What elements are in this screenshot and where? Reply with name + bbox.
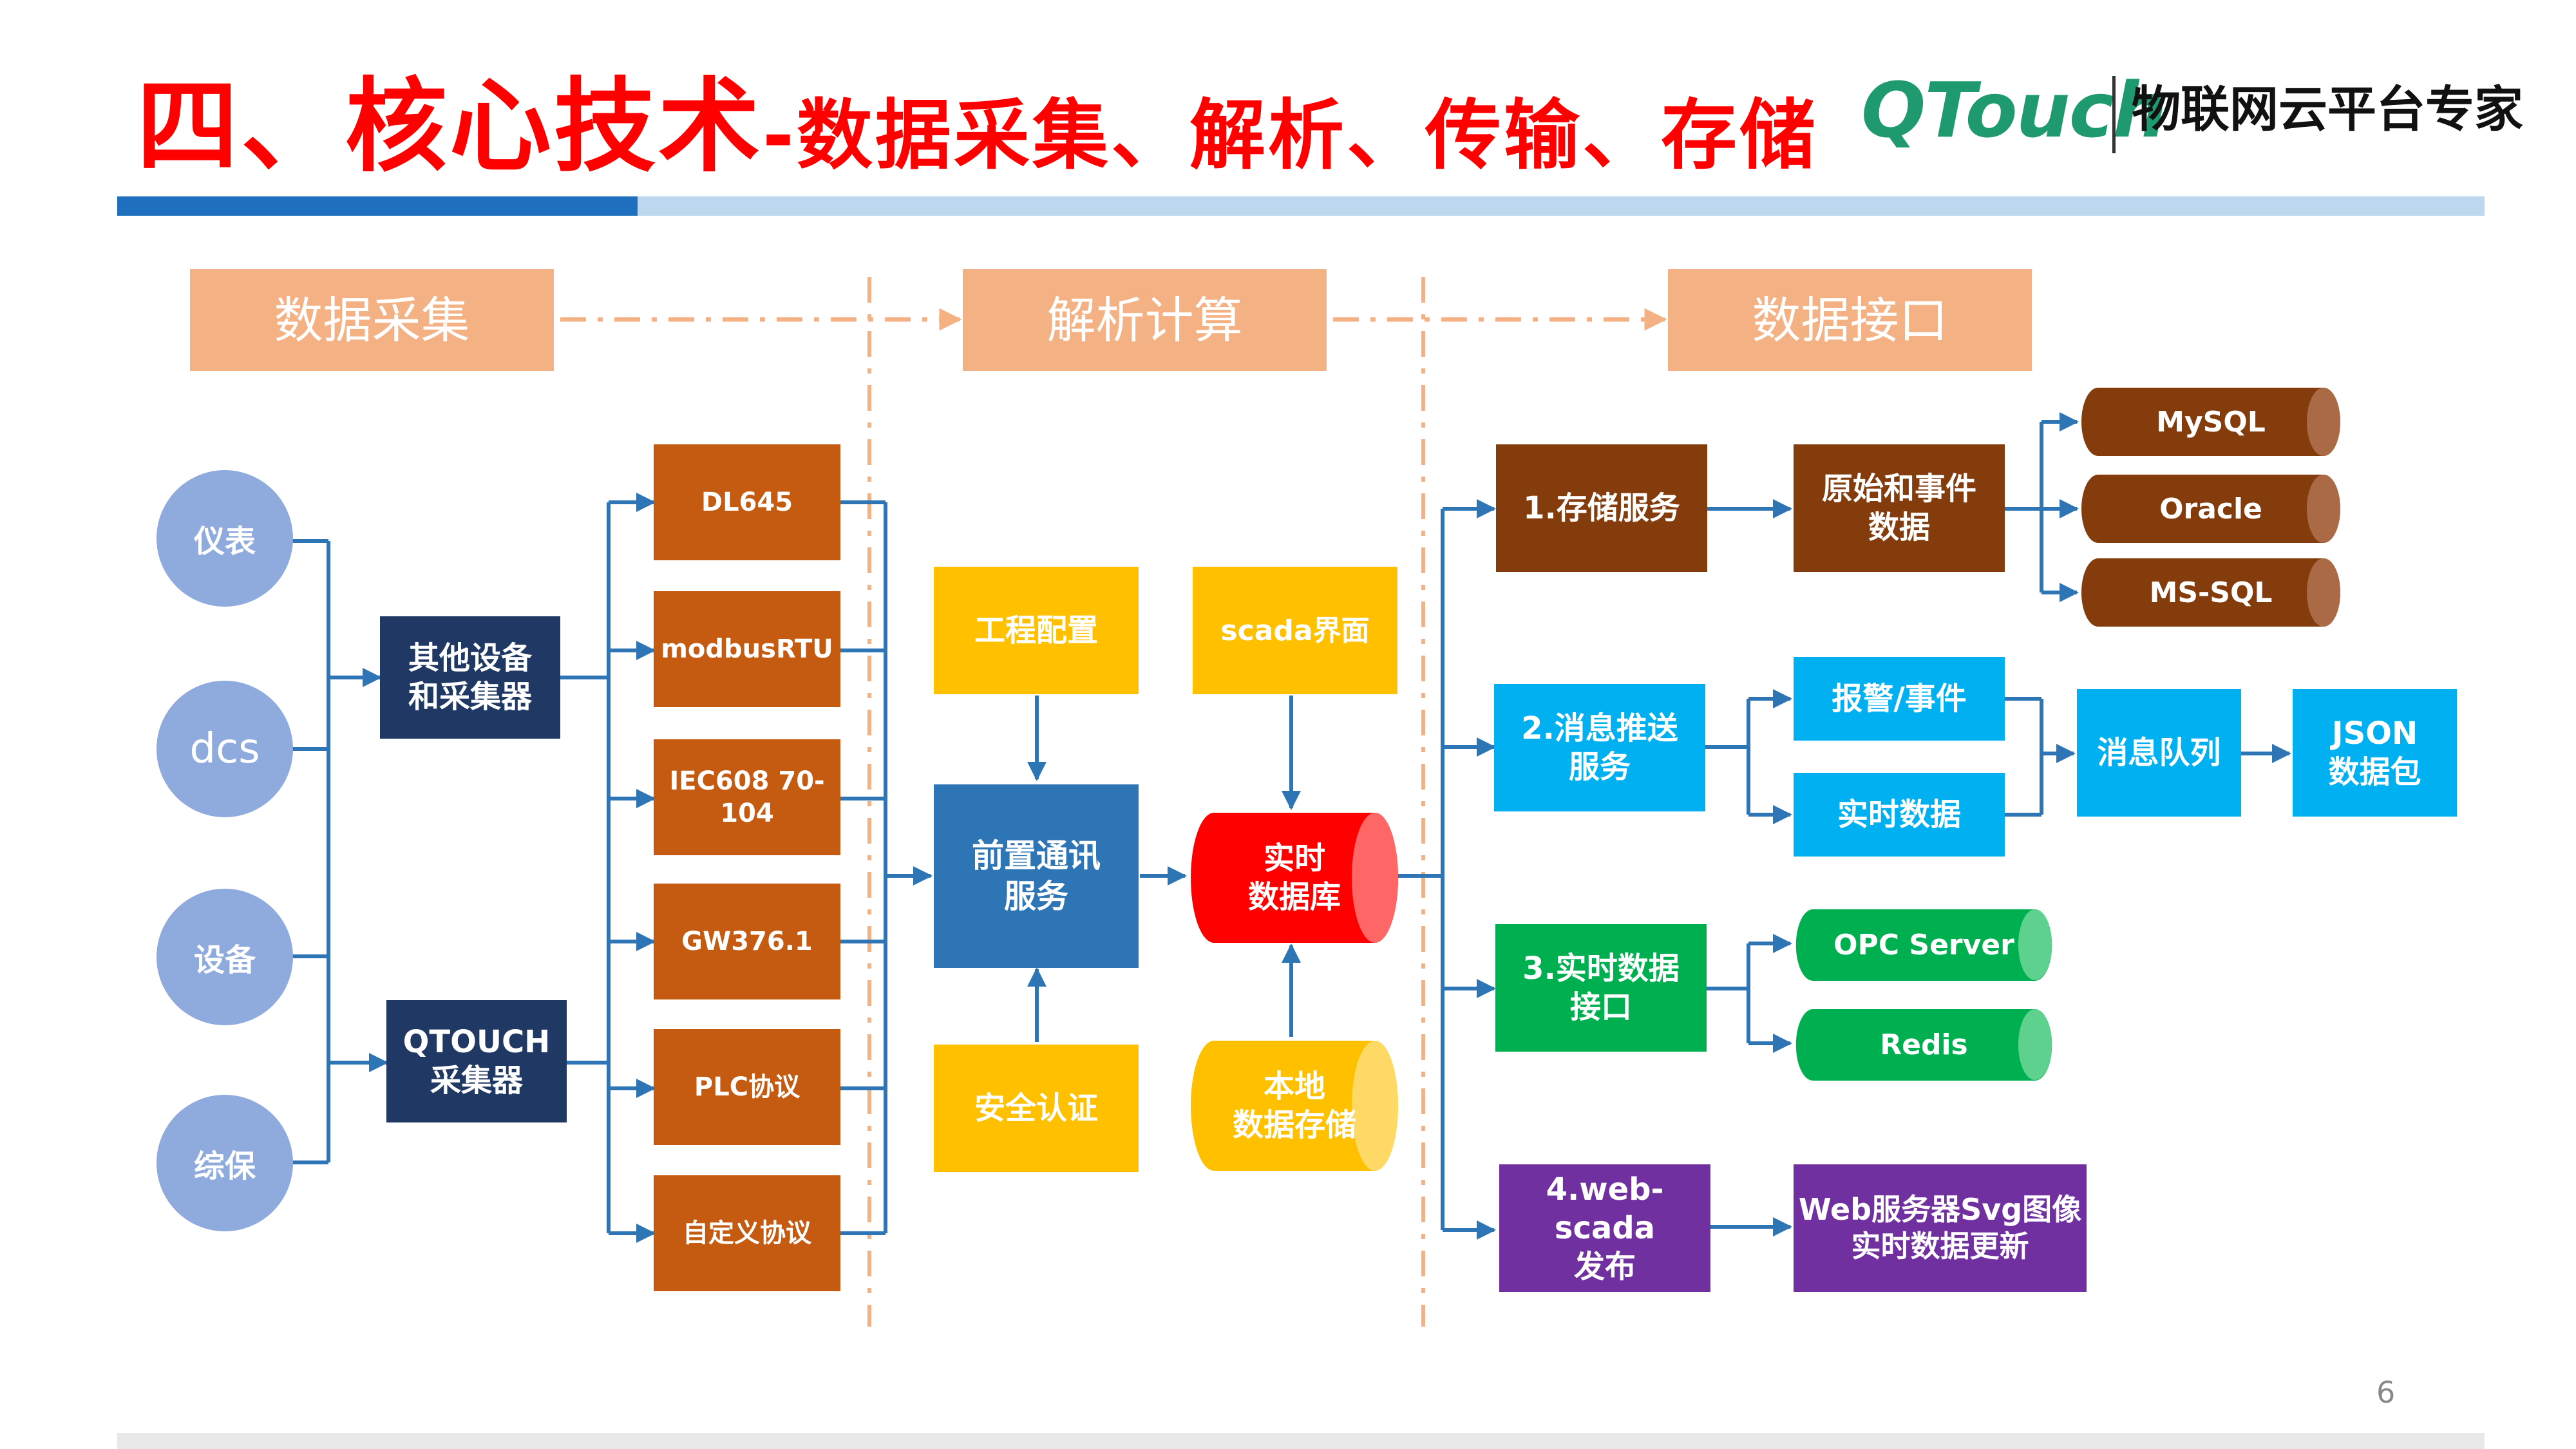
source-meter: 仪表 bbox=[156, 470, 293, 607]
source-dcs: dcs bbox=[156, 681, 293, 817]
title-sub: -数据采集、解析、传输、存储 bbox=[762, 91, 1818, 180]
scada-ui: scada界面 bbox=[1193, 567, 1397, 694]
local-data-store-shape bbox=[1191, 1041, 1398, 1171]
push-service: 2.消息推送 服务 bbox=[1494, 684, 1705, 811]
footer-bar bbox=[117, 1433, 2485, 1449]
stage-header-collection: 数据采集 bbox=[190, 269, 554, 371]
redis: Redis bbox=[1794, 1008, 2054, 1082]
title-rule-light bbox=[638, 196, 2485, 216]
protocol-gw376: GW376.1 bbox=[654, 884, 840, 999]
project-config: 工程配置 bbox=[934, 567, 1139, 694]
storage-service: 1.存储服务 bbox=[1496, 444, 1707, 572]
db-mysql: MySQL bbox=[2079, 386, 2343, 457]
tagline: 物联网云平台专家 bbox=[2132, 80, 2523, 138]
source-device: 设备 bbox=[156, 889, 293, 1025]
protocol-iec104: IEC608 70- 104 bbox=[654, 739, 840, 855]
stage-header-interface: 数据接口 bbox=[1668, 269, 2032, 371]
protocol-plc: PLC协议 bbox=[654, 1029, 840, 1145]
redis-shape bbox=[1795, 1009, 2052, 1081]
protocol-custom: 自定义协议 bbox=[654, 1175, 840, 1291]
realtime-database: 实时 数据库 bbox=[1188, 810, 1401, 945]
local-data-store: 本地 数据存储 bbox=[1188, 1038, 1401, 1173]
opc-server: OPC Server bbox=[1794, 908, 2054, 982]
stage-header-compute: 解析计算 bbox=[963, 269, 1327, 371]
realtime-data-msg: 实时数据 bbox=[1794, 773, 2005, 857]
message-queue: 消息队列 bbox=[2077, 689, 2241, 817]
security-auth: 安全认证 bbox=[934, 1045, 1139, 1172]
source-protection: 综保 bbox=[156, 1095, 293, 1231]
webscada-publish: 4.web-scada 发布 bbox=[1499, 1164, 1710, 1292]
alarm-event: 报警/事件 bbox=[1794, 657, 2005, 741]
title-rule-dark bbox=[117, 196, 638, 216]
collector-qtouch: QTOUCH 采集器 bbox=[386, 1000, 567, 1122]
db-mssql-shape bbox=[2081, 558, 2340, 627]
page-number: 6 bbox=[2376, 1375, 2396, 1410]
db-oracle-shape bbox=[2081, 475, 2340, 543]
realtime-interface: 3.实时数据 接口 bbox=[1495, 924, 1707, 1052]
db-oracle-label: Oracle bbox=[2159, 492, 2262, 526]
realtime-database-shape bbox=[1191, 813, 1398, 943]
svg-realtime-update: Web服务器Svg图像 实时数据更新 bbox=[1794, 1164, 2087, 1292]
db-mssql: MS-SQL bbox=[2079, 557, 2343, 628]
front-comm-service: 前置通讯 服务 bbox=[934, 784, 1139, 968]
db-mssql-label: MS-SQL bbox=[2149, 576, 2273, 609]
json-packet: JSON 数据包 bbox=[2293, 689, 2457, 817]
title-main: 四、核心技术 bbox=[137, 68, 762, 186]
opc-server-shape bbox=[1795, 909, 2052, 981]
db-mysql-shape bbox=[2081, 388, 2340, 456]
logo-separator bbox=[2112, 76, 2116, 153]
local-data-store-label: 本地 数据存储 bbox=[1232, 1068, 1356, 1143]
db-mysql-label: MySQL bbox=[2156, 405, 2266, 439]
raw-event-data: 原始和事件 数据 bbox=[1794, 444, 2005, 572]
collector-other: 其他设备 和采集器 bbox=[380, 616, 560, 739]
db-oracle: Oracle bbox=[2079, 473, 2343, 544]
protocol-modbusrtu: modbusRTU bbox=[654, 591, 840, 707]
page-title: 四、核心技术-数据采集、解析、传输、存储 bbox=[137, 76, 1818, 178]
realtime-database-label: 实时 数据库 bbox=[1247, 840, 1341, 915]
redis-label: Redis bbox=[1880, 1028, 1968, 1061]
protocol-dl645: DL645 bbox=[654, 444, 840, 560]
qtouch-logo: QTouch bbox=[1861, 66, 2167, 155]
opc-server-label: OPC Server bbox=[1833, 929, 2014, 961]
